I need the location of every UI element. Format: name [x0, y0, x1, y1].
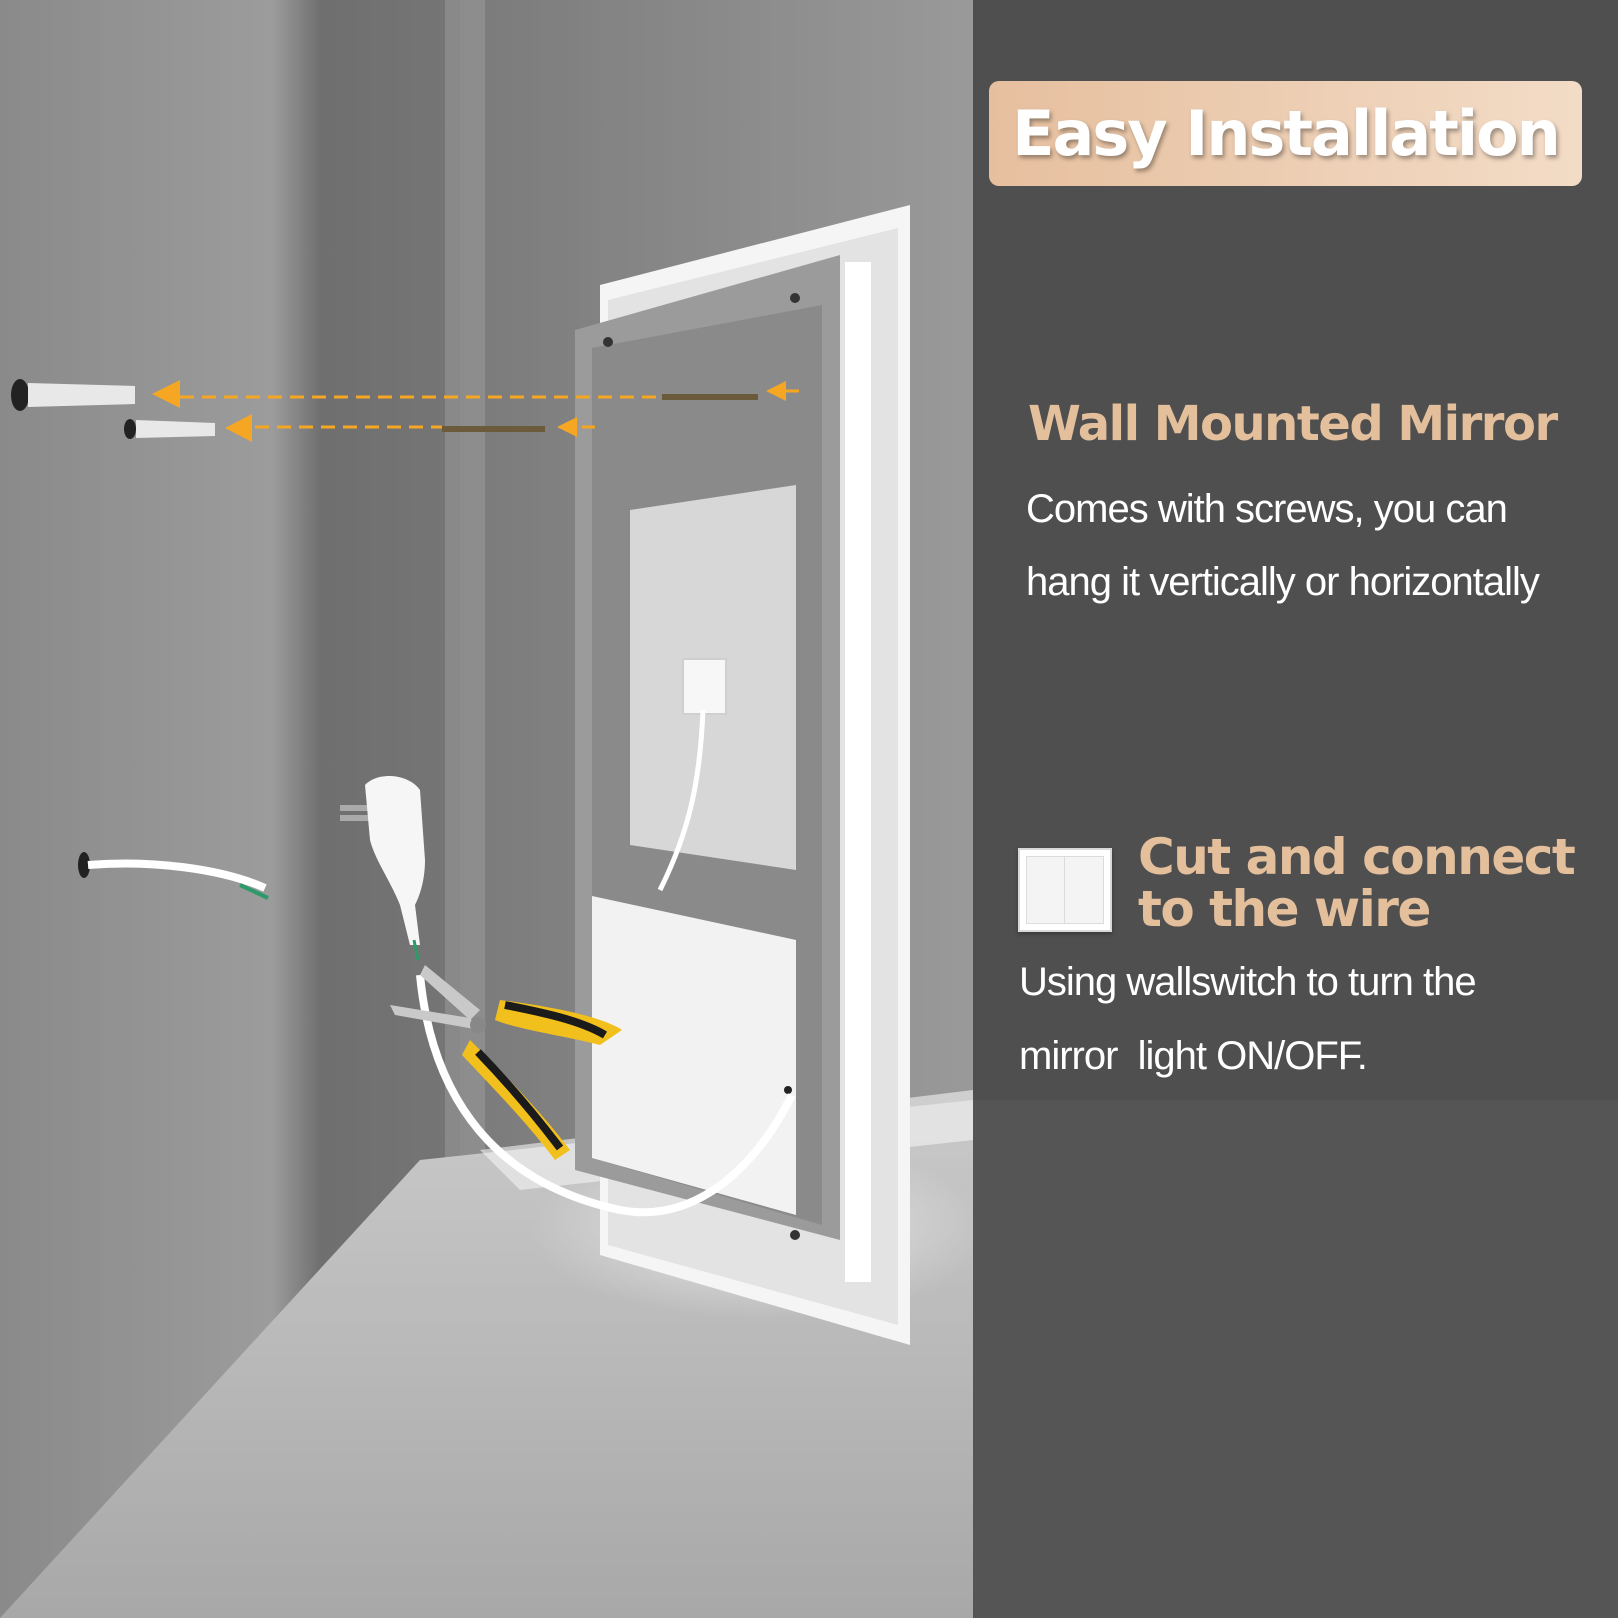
mirror	[575, 205, 910, 1345]
wire-heading: Cut and connect to the wire	[1138, 828, 1576, 938]
wall-switch-icon	[1018, 848, 1112, 932]
wire-line-1: Using wallswitch to turn the	[1019, 960, 1477, 1004]
wire-heading-line-2: to the wire	[1138, 880, 1431, 938]
wire-cutter-icon	[390, 965, 622, 1160]
wall-mount-line-1: Comes with screws, you can	[1026, 487, 1508, 531]
power-plug-icon	[340, 775, 425, 961]
wall-mount-heading: Wall Mounted Mirror	[1028, 396, 1558, 452]
screw-icon	[442, 394, 758, 432]
wall-mount-line-2: hang it vertically or horizontally	[1026, 560, 1540, 604]
wire-line-2: mirror light ON/OFF.	[1019, 1034, 1368, 1078]
title-banner: Easy Installation	[989, 81, 1582, 186]
wire-heading-line-1: Cut and connect	[1138, 828, 1576, 886]
cable	[78, 852, 796, 1217]
wall-anchor-icon	[11, 379, 215, 439]
info-panel	[973, 0, 1618, 1618]
page-title: Easy Installation	[1012, 97, 1561, 170]
